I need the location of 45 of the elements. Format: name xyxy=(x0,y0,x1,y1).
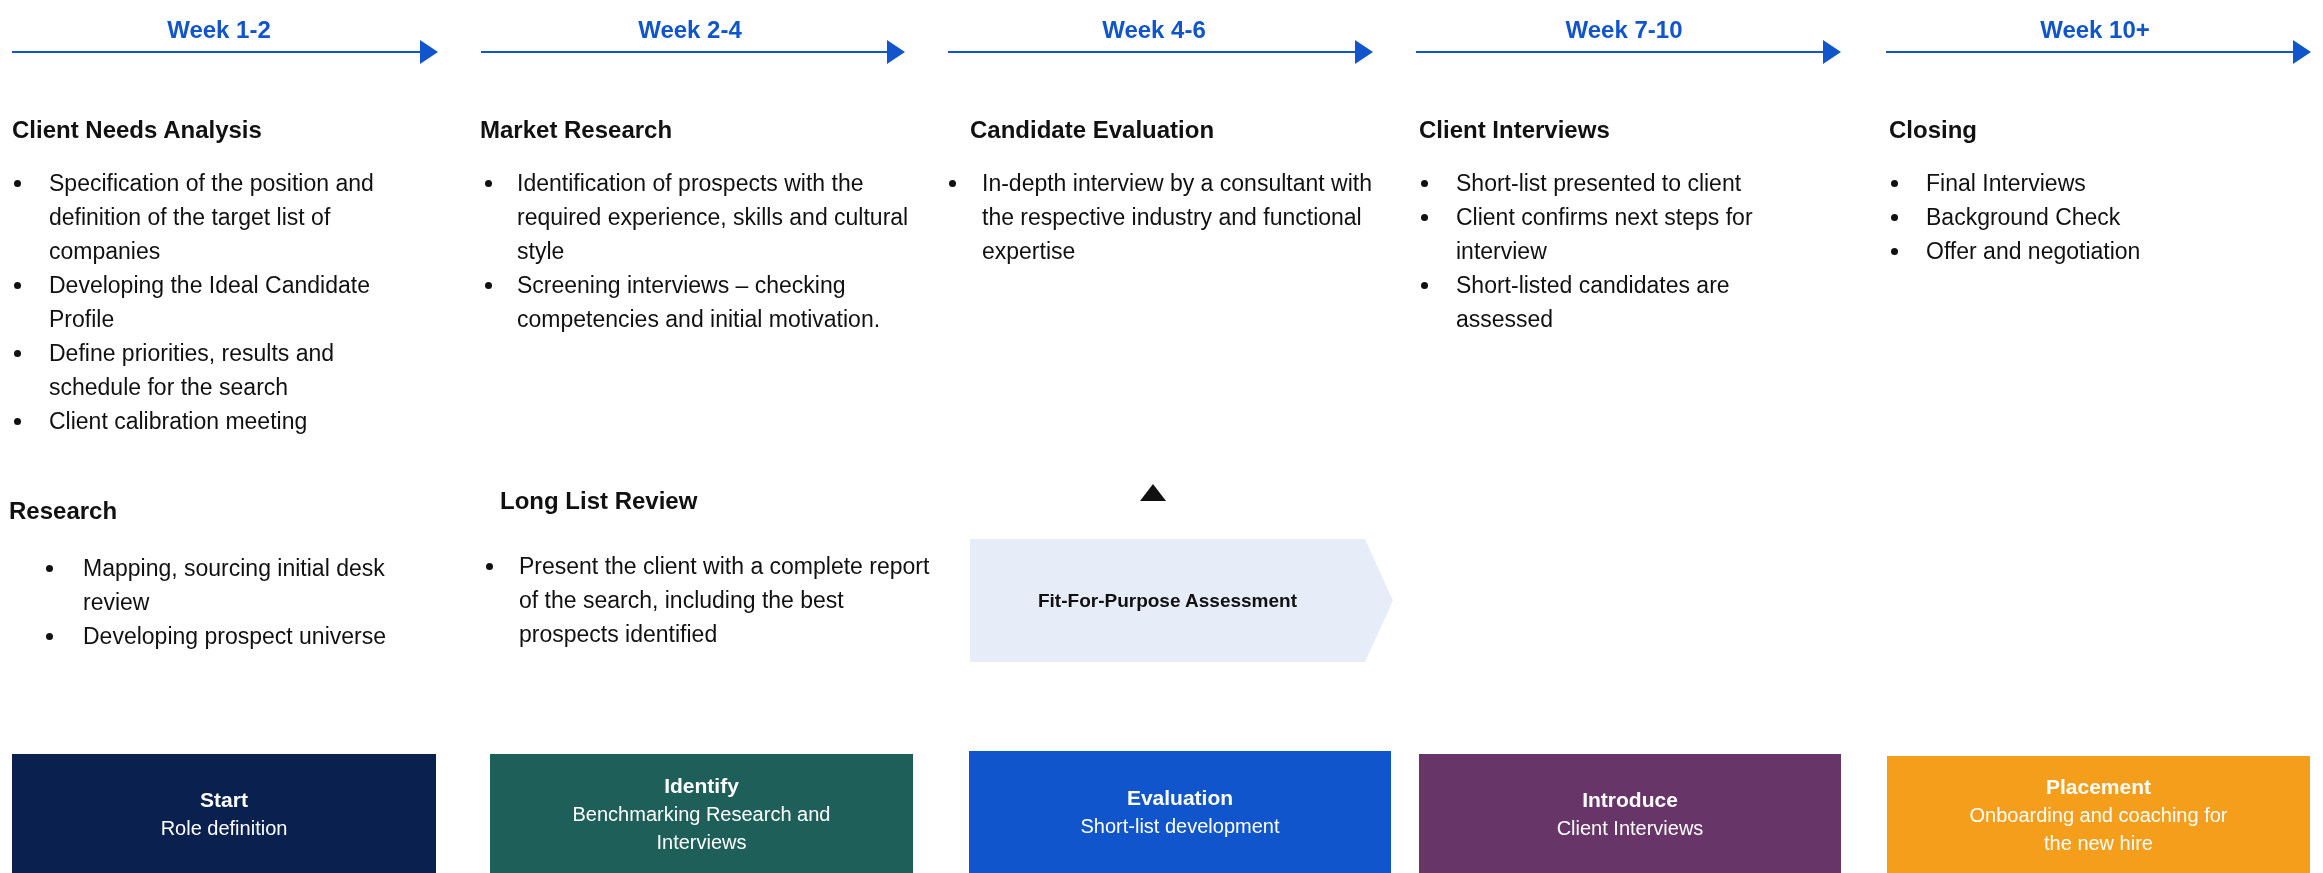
bullet-text: Identification of prospects with the required experience, skills and cultural style xyxy=(517,169,910,266)
week-label: Week 4-6 xyxy=(1101,16,1207,44)
section-heading: Market Research xyxy=(480,116,673,144)
week-label: Week 7-10 xyxy=(1564,16,1684,44)
bullet-text: Final Interviews xyxy=(1926,169,2087,198)
phase-title: Identify xyxy=(664,772,739,799)
section-heading: Client Needs Analysis xyxy=(12,116,262,144)
section-heading: Client Interviews xyxy=(1419,116,1610,144)
bullet-text: Screening interviews – checking competencies and initial motivation. xyxy=(517,271,882,334)
bullet-text: Mapping, sourcing initial desk review xyxy=(83,554,386,617)
section-heading: Long List Review xyxy=(500,487,698,515)
week-label: Week 10+ xyxy=(2039,16,2151,44)
bullet-text: Developing the Ideal Candidate Profile xyxy=(49,271,371,334)
phase-box xyxy=(490,754,913,873)
phase-description: Role definition xyxy=(160,815,288,841)
bullet-text: Present the client with a complete report of the search, including the best prospects identified xyxy=(519,552,931,649)
bullet-text: Specification of the position and definition of the target list of companies xyxy=(49,169,375,266)
section-heading: Research xyxy=(9,497,118,525)
bullet-text: Define priorities, results and schedule for the search xyxy=(49,339,336,402)
bullet-text: Short-listed candidates are assessed xyxy=(1456,271,1731,334)
bullet-text: Developing prospect universe xyxy=(83,622,387,651)
bullet-text: Background Check xyxy=(1926,203,2122,232)
week-label: Week 2-4 xyxy=(637,16,743,44)
week-label: Week 1-2 xyxy=(166,16,272,44)
phase-box xyxy=(12,754,436,873)
phase-title: Start xyxy=(200,786,248,813)
bullet-text: Client confirms next steps for interview xyxy=(1456,203,1754,266)
chevron-shape xyxy=(970,539,1393,662)
phase-title: Introduce xyxy=(1582,786,1678,813)
bullet-text: Short-list presented to client xyxy=(1456,169,1743,198)
phase-description: Benchmarking Research and Interviews xyxy=(571,801,832,855)
section-heading: Closing xyxy=(1889,116,1977,144)
step-label: Fit-For-Purpose Assessment xyxy=(1038,589,1297,612)
phase-description: Short-list development xyxy=(1080,814,1280,839)
phase-description: Onboarding and coaching for the new hire xyxy=(1968,802,2229,856)
phase-box xyxy=(1419,754,1841,873)
section-heading: Candidate Evaluation xyxy=(970,116,1215,144)
phase-box xyxy=(969,751,1391,873)
bullet-text: In-depth interview by a consultant with the respective industry and functional expertise xyxy=(982,169,1373,266)
phase-box xyxy=(1887,756,2310,873)
phase-description: Client Interviews xyxy=(1556,815,1704,841)
phase-title: Placement xyxy=(2045,773,2152,800)
bullet-text: Client calibration meeting xyxy=(49,407,309,436)
phase-title: Evaluation xyxy=(1126,785,1234,811)
bullet-text: Offer and negotiation xyxy=(1926,237,2142,266)
